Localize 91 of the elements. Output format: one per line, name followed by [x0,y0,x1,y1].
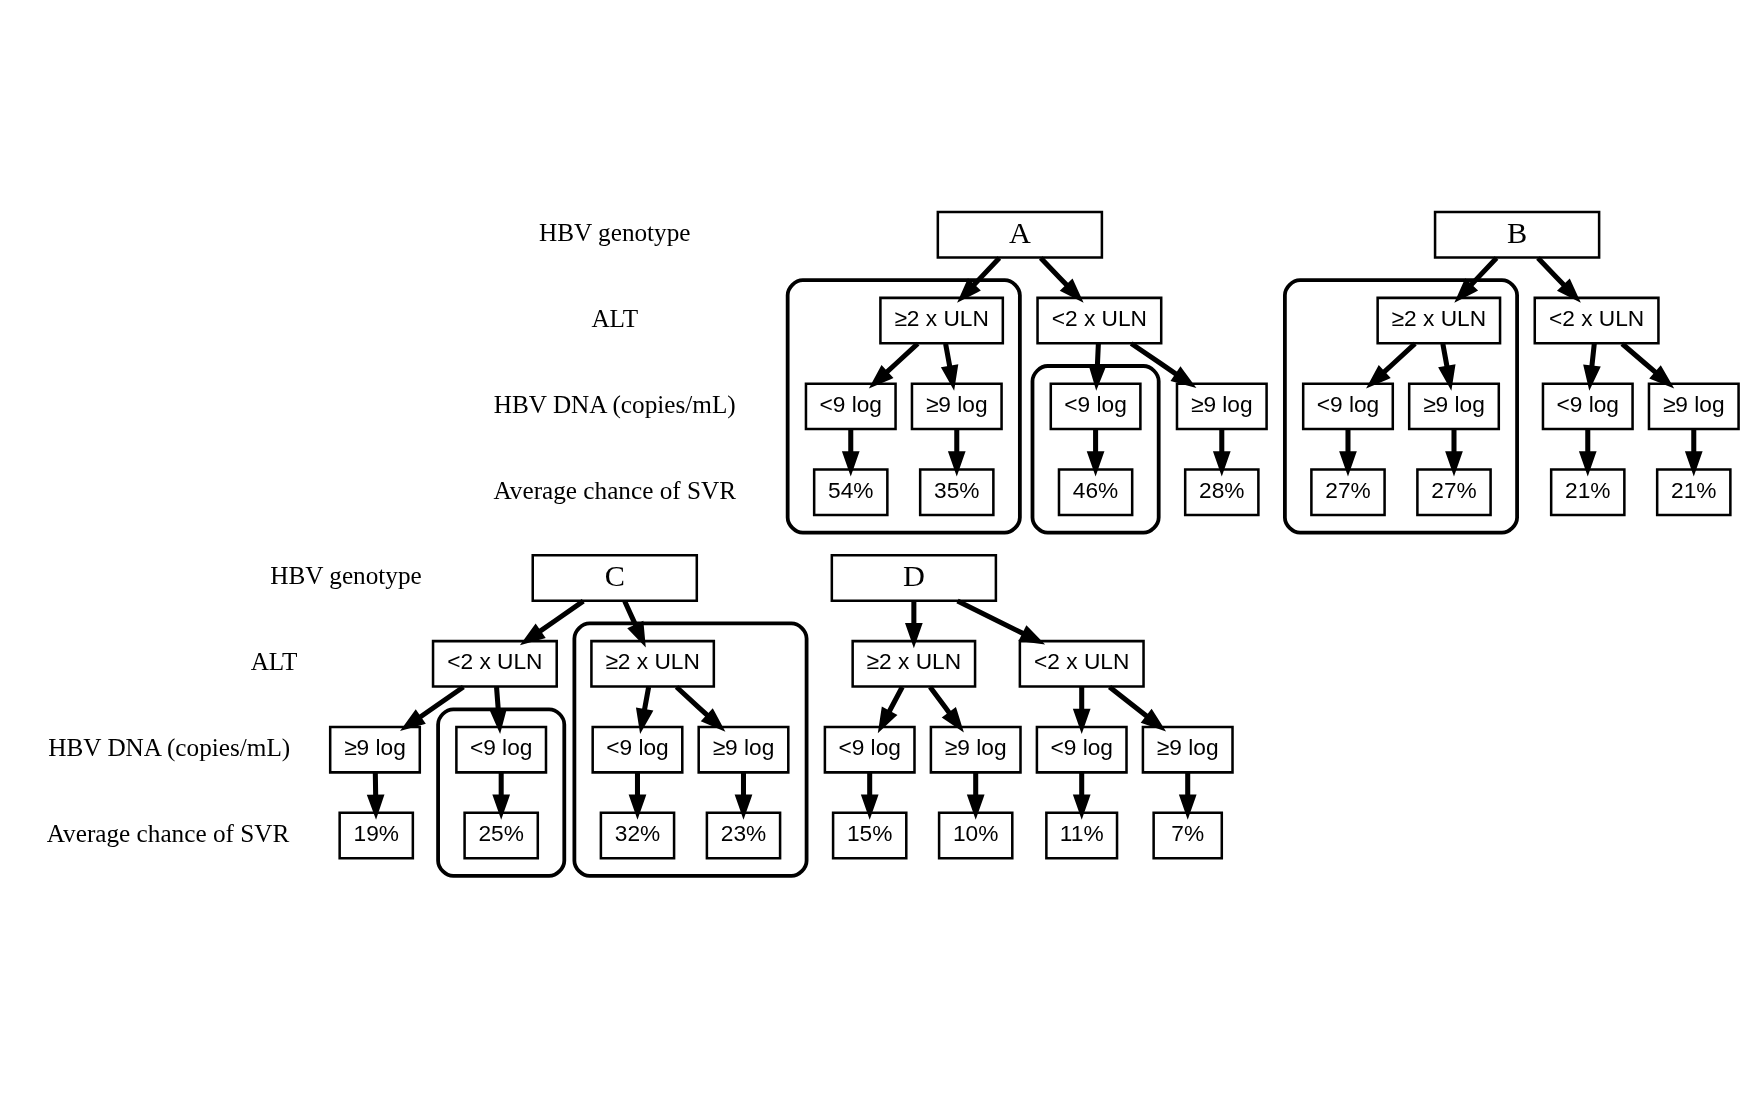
arrow [1086,429,1105,477]
label: HBV genotype [538,218,691,246]
node-box: <9 log [823,725,916,774]
arrow [1072,772,1091,820]
node-box: C [531,553,699,602]
arrow [492,772,511,820]
label: HBV DNA (copies/mL) [48,733,291,761]
node-box: 27% [1416,467,1492,516]
node-box: <9 log [1301,381,1395,430]
label: ALT [591,304,639,332]
arrow [947,429,966,477]
node-box: ≥9 log [1175,381,1268,430]
arrow [1445,429,1463,477]
arrow [635,686,654,734]
arrow [674,684,726,732]
label: Average chance of SVR [493,476,737,504]
arrow [966,772,985,820]
label: HBV genotype [270,561,422,589]
node-box: <9 log [1049,381,1142,430]
arrow [734,772,753,820]
arrow [1129,340,1197,388]
node-box: ≥9 log [929,725,1022,774]
arrow [366,772,385,820]
node-box: <2 x ULN [1018,639,1145,688]
node-box: 32% [599,811,676,859]
arrow [489,686,507,734]
arrow [1578,429,1597,477]
arrow [1072,686,1091,734]
arrow [940,342,959,391]
arrow [1583,342,1601,391]
node-box: 21% [1549,467,1626,516]
arrow [1088,343,1107,391]
node-box: 25% [463,811,540,859]
node-box: <9 log [1035,725,1128,774]
node-box: ≥2 x ULN [590,639,716,688]
node-box: ≥9 log [910,381,1003,430]
node-box: 21% [1655,467,1732,516]
node-box: 23% [705,811,782,859]
node-box: D [830,553,998,602]
node-box: <9 log [455,725,548,774]
node-box: 46% [1057,467,1134,516]
node-box: ≥2 x ULN [879,296,1005,345]
node-box: ≥9 log [697,725,790,774]
node-box: ≥9 log [1141,725,1234,774]
node-box: 28% [1183,467,1260,516]
arrow [1339,429,1357,477]
arrow [1454,255,1499,303]
node-box: <2 x ULN [1533,296,1660,345]
node-box: A [936,210,1104,259]
arrow [1366,341,1417,389]
arrow [1108,684,1167,731]
node-box: <9 log [804,381,897,430]
node-box: <2 x ULN [1036,296,1163,345]
label: ALT [250,647,298,675]
arrow [1038,255,1084,303]
node-box: 35% [918,467,995,516]
arrow [622,599,646,648]
node-box: <9 log [591,725,684,774]
label: HBV DNA (copies/mL) [493,390,736,418]
node-box: ≥9 log [1647,381,1740,430]
node-box: 19% [338,811,415,859]
node-box: ≥2 x ULN [1376,296,1502,345]
arrow [1620,341,1675,388]
node-box: B [1433,210,1601,259]
arrow [1178,772,1197,820]
node-box: 54% [812,467,889,516]
label: Average chance of SVR [46,819,290,847]
node-box: ≥9 log [328,725,422,774]
arrow [1438,342,1456,391]
node-box: 27% [1310,467,1386,516]
node-box: 7% [1152,811,1224,859]
arrow [868,341,920,389]
arrow [928,685,964,732]
arrow [860,772,879,820]
arrow [877,685,905,733]
arrow [956,598,1046,644]
node-box: ≥2 x ULN [851,639,977,688]
arrow [905,600,923,648]
node-box: ≥9 log [1407,381,1501,430]
arrow [1684,429,1703,477]
arrow [400,684,465,731]
arrow [957,255,1002,303]
node-box: <9 log [1541,381,1634,430]
node-box: 10% [937,811,1014,859]
arrow [628,772,647,820]
arrow [1212,429,1231,477]
node-box: 15% [831,811,908,859]
arrow [1536,255,1581,303]
node-box: <2 x ULN [431,639,558,688]
node-box: 11% [1045,811,1119,859]
arrow [841,429,860,477]
